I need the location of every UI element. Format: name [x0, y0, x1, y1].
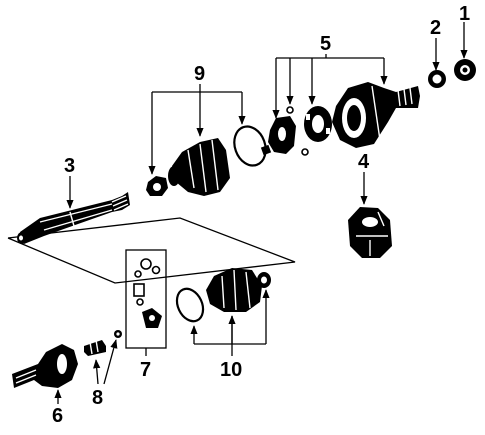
callout-6: 6 — [52, 405, 63, 427]
assembly-frame — [7, 217, 296, 284]
part-9-boot-clamp-large — [233, 125, 272, 167]
callout-5: 5 — [320, 33, 331, 55]
leader-lines — [54, 22, 468, 404]
callout-3: 3 — [64, 155, 75, 177]
callout-2: 2 — [430, 17, 441, 39]
part-1-seal-ring — [454, 59, 476, 81]
part-10-boot-clamp — [175, 287, 205, 323]
callout-8: 8 — [92, 387, 103, 409]
part-2-retaining-ring — [428, 70, 446, 88]
part-4-bearing-block — [348, 207, 392, 258]
part-8-spacer-ring — [84, 330, 122, 356]
callout-9: 9 — [194, 63, 205, 85]
part-10-inner-boot — [206, 268, 271, 312]
callout-7: 7 — [140, 359, 151, 381]
part-5-joint-kit — [268, 106, 332, 156]
outer-cv-joint-housing — [332, 82, 420, 148]
part-3-half-shaft — [17, 192, 130, 244]
part-9-boot-clamp-small — [146, 176, 168, 196]
part-9-outer-boot — [168, 138, 230, 196]
callout-4: 4 — [358, 151, 370, 173]
callout-10: 10 — [220, 359, 242, 381]
part-7-repair-kit — [125, 249, 167, 349]
callout-1: 1 — [459, 3, 470, 25]
part-6-inner-cv-joint — [12, 344, 78, 388]
